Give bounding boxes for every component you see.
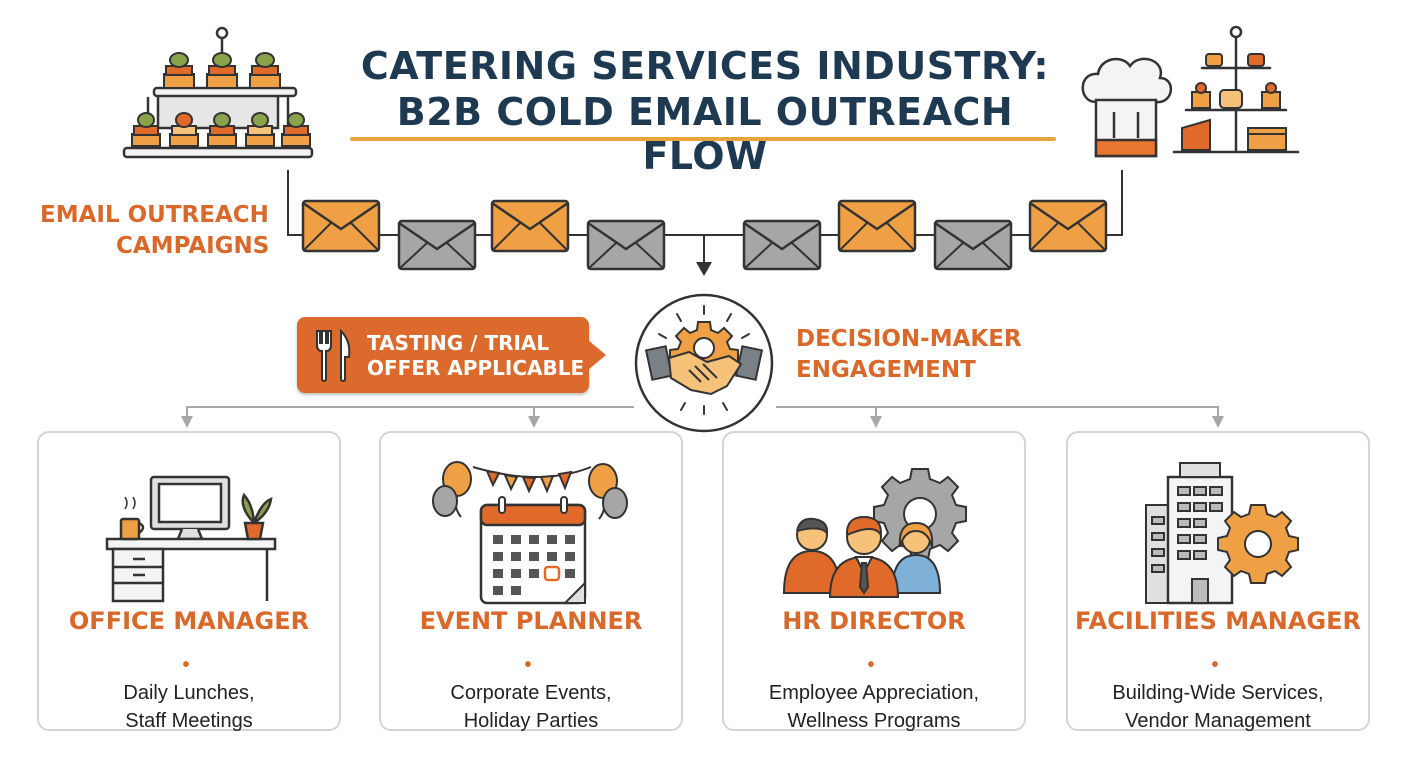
- persona-description: • Corporate Events, Holiday Parties: [381, 651, 681, 735]
- persona-description: • Building-Wide Services, Vendor Manageme…: [1068, 651, 1368, 735]
- envelope-icon: [397, 219, 477, 271]
- persona-card-event-planner: EVENT PLANNER • Corporate Events, Holiday…: [379, 431, 683, 732]
- page-title-line2: B2B COLD EMAIL OUTREACH FLOW: [396, 90, 1014, 178]
- calendar-balloons-icon: [432, 461, 628, 605]
- persona-desc-line1: Corporate Events,: [450, 682, 612, 704]
- persona-card-office-manager: OFFICE MANAGER • Daily Lunches, Staff Mee…: [37, 431, 341, 732]
- persona-card-hr-director: HR DIRECTOR • Employee Appreciation, Well…: [722, 431, 1026, 732]
- tasting-offer-pointer: [588, 340, 606, 370]
- persona-desc-line2: Vendor Management: [1125, 710, 1311, 732]
- bullet-marker: •: [182, 654, 190, 676]
- page-title-line1: CATERING SERVICES INDUSTRY:: [360, 44, 1050, 88]
- decision-maker-label: DECISION-MAKER ENGAGEMENT: [796, 324, 1022, 386]
- office-desk-icon: [105, 475, 277, 603]
- decision-maker-label-line1: DECISION-MAKER: [796, 326, 1022, 352]
- persona-desc-line2: Staff Meetings: [125, 710, 253, 732]
- bullet-marker: •: [524, 654, 532, 676]
- persona-title: EVENT PLANNER: [419, 607, 643, 635]
- persona-title: OFFICE MANAGER: [68, 607, 310, 635]
- persona-card-facilities-manager: FACILITIES MANAGER • Building-Wide Servic…: [1066, 431, 1370, 732]
- bullet-marker: •: [867, 654, 875, 676]
- fork-knife-icon: [316, 328, 351, 383]
- envelope-icon: [301, 199, 381, 253]
- persona-title: FACILITIES MANAGER: [1074, 607, 1361, 635]
- tasting-offer-text: TASTING / TRIAL OFFER APPLICABLE: [367, 331, 584, 381]
- tasting-offer-badge: TASTING / TRIAL OFFER APPLICABLE: [297, 317, 589, 393]
- email-campaigns-label-line2: CAMPAIGNS: [116, 233, 270, 259]
- persona-desc-line1: Employee Appreciation,: [768, 682, 980, 704]
- decision-maker-label-line2: ENGAGEMENT: [796, 357, 976, 383]
- envelope-icon: [933, 219, 1013, 271]
- email-campaigns-label-line1: EMAIL OUTREACH: [40, 202, 269, 228]
- envelope-icon: [1028, 199, 1108, 253]
- building-gear-icon: [1145, 462, 1299, 605]
- persona-desc-line2: Wellness Programs: [787, 710, 961, 732]
- dessert-stand-icon: [1172, 25, 1300, 154]
- envelope-icon: [742, 219, 822, 271]
- chef-hat-icon: [1081, 57, 1172, 158]
- email-campaigns-label: EMAIL OUTREACH CAMPAIGNS: [40, 200, 300, 262]
- persona-title: HR DIRECTOR: [782, 607, 966, 635]
- envelope-icon: [586, 219, 666, 271]
- persona-desc-line2: Holiday Parties: [463, 710, 599, 732]
- appetizer-tray-icon: [122, 26, 314, 159]
- tasting-offer-line2: OFFER APPLICABLE: [367, 356, 585, 380]
- persona-description: • Employee Appreciation, Wellness Program…: [724, 651, 1024, 735]
- title-underline: [350, 137, 1056, 141]
- envelope-icon: [837, 199, 917, 253]
- tasting-offer-line1: TASTING / TRIAL: [367, 331, 550, 355]
- persona-desc-line1: Building-Wide Services,: [1112, 682, 1324, 704]
- envelope-icon: [490, 199, 570, 253]
- bullet-marker: •: [1211, 654, 1219, 676]
- handshake-gear-icon: [634, 293, 774, 433]
- persona-desc-line1: Daily Lunches,: [123, 682, 255, 704]
- persona-description: • Daily Lunches, Staff Meetings: [39, 651, 339, 735]
- team-gear-icon: [782, 468, 967, 598]
